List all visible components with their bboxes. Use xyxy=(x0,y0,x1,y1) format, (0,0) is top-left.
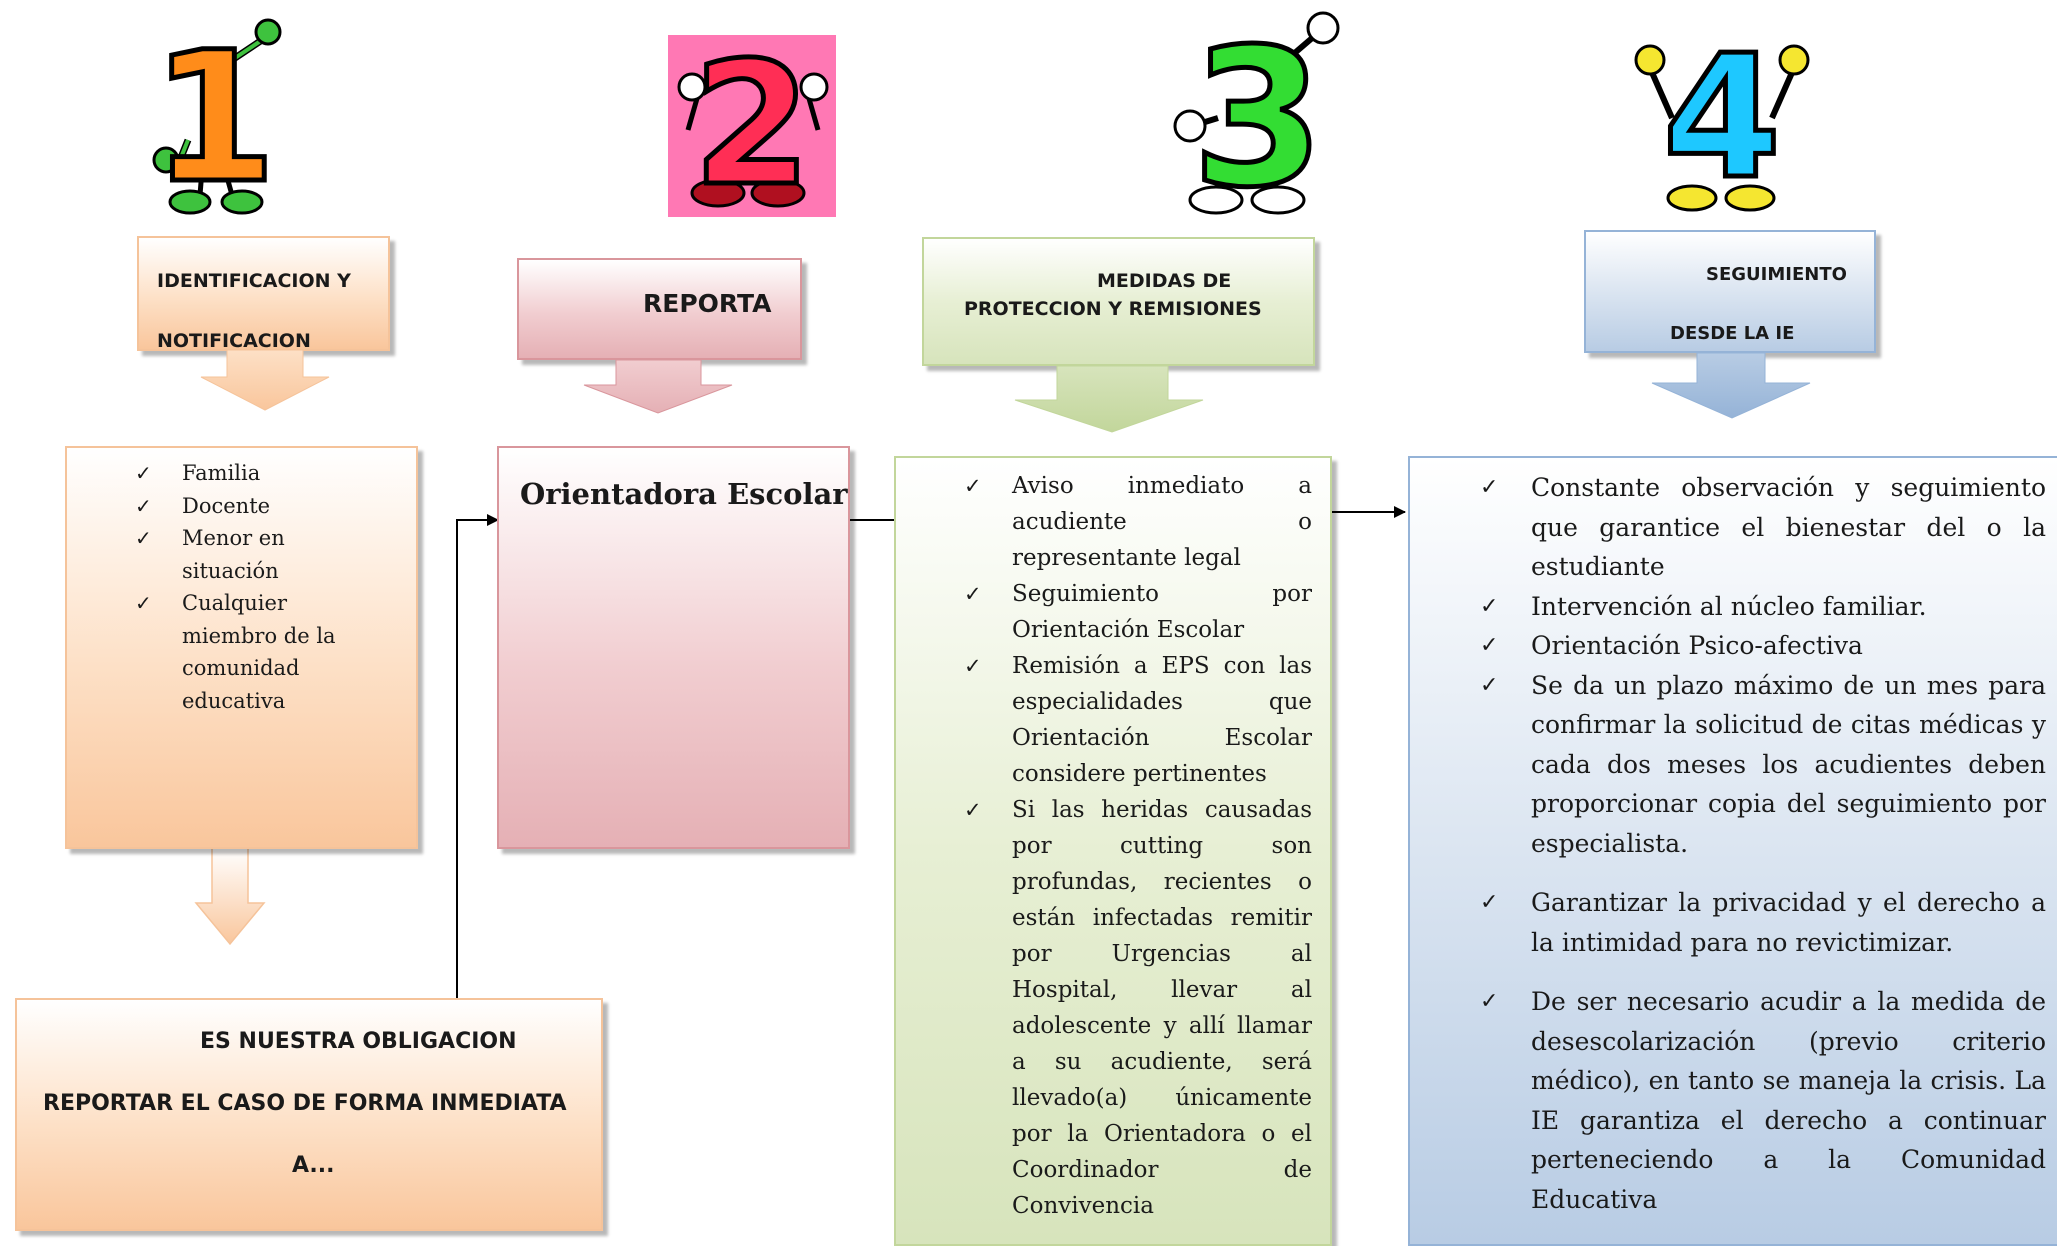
list-item: ✓Si las heridas causadas por cutting son… xyxy=(964,792,1312,1224)
check-icon: ✓ xyxy=(135,461,152,485)
list-item: ✓Garantizar la privacidad y el derecho a… xyxy=(1480,883,2046,962)
step3-header-line1: MEDIDAS DE xyxy=(1097,270,1232,292)
check-icon: ✓ xyxy=(964,798,982,822)
list-item: ✓Intervención al núcleo familiar. xyxy=(1480,587,2046,627)
box1-list: ✓Familia ✓Docente ✓Menor en situación ✓C… xyxy=(135,457,385,717)
box3-medidas: ✓Aviso inmediato a acudiente o represent… xyxy=(894,456,1332,1246)
connector-obligation-to-reporta xyxy=(407,514,499,1001)
obligation-box: ES NUESTRA OBLIGACION REPORTAR EL CASO D… xyxy=(15,998,603,1231)
obligation-line1: ES NUESTRA OBLIGACION xyxy=(200,1029,517,1054)
list-item: ✓Docente xyxy=(135,490,385,523)
check-icon: ✓ xyxy=(1480,672,1499,698)
check-icon: ✓ xyxy=(1480,633,1499,658)
check-icon: ✓ xyxy=(1480,989,1499,1014)
step3-down-arrow xyxy=(1014,365,1204,433)
number-one-glyph: 1 xyxy=(151,14,276,223)
step1-header-line1: IDENTIFICACION Y xyxy=(157,270,351,292)
check-icon: ✓ xyxy=(135,493,152,518)
step4-header: SEGUIMIENTO DESDE LA IE xyxy=(1584,230,1876,353)
obligation-line3: A... xyxy=(292,1153,335,1178)
list-item: ✓Constante observación y seguimiento que… xyxy=(1480,468,2046,587)
step1-header: IDENTIFICACION Y NOTIFICACION xyxy=(137,236,390,351)
number-four-figure: 4 xyxy=(1632,17,1812,220)
number-one-figure: 1 xyxy=(149,12,290,226)
number-three-glyph: 3 xyxy=(1192,8,1324,229)
check-icon: ✓ xyxy=(964,582,982,606)
obligation-line2: REPORTAR EL CASO DE FORMA INMEDIATA xyxy=(43,1091,567,1116)
list-item: ✓De ser necesario acudir a la medida de … xyxy=(1480,982,2046,1219)
check-icon: ✓ xyxy=(964,474,982,498)
step1-header-line2: NOTIFICACION xyxy=(157,330,311,351)
check-icon: ✓ xyxy=(135,526,152,550)
list-item: ✓Remisión a EPS con las especialidades q… xyxy=(964,648,1312,792)
number-two-figure: 2 xyxy=(668,24,836,227)
box3-list: ✓Aviso inmediato a acudiente o represent… xyxy=(964,468,1312,1224)
list-item: ✓Seguimiento por Orientación Escolar xyxy=(964,576,1312,648)
list-item: ✓Menor en situación xyxy=(135,522,385,587)
list-item: ✓Familia xyxy=(135,457,385,490)
step4-down-arrow xyxy=(1651,352,1811,419)
step3-header: MEDIDAS DE PROTECCION Y REMISIONES xyxy=(922,237,1315,366)
step4-header-line1: SEGUIMIENTO xyxy=(1706,264,1847,285)
step4-header-line2: DESDE LA IE xyxy=(1670,323,1795,344)
check-icon: ✓ xyxy=(135,591,152,615)
step2-down-arrow xyxy=(583,359,733,414)
list-item: ✓Cualquier miembro de la comunidad educa… xyxy=(135,587,385,717)
list-item: ✓Aviso inmediato a acudiente o represent… xyxy=(964,468,1312,576)
box4-seguimiento: ✓Constante observación y seguimiento que… xyxy=(1408,456,2057,1246)
number-four-glyph: 4 xyxy=(1663,19,1781,217)
number-three-figure: 3 xyxy=(1173,6,1348,232)
step2-header: REPORTA xyxy=(517,258,802,360)
check-icon: ✓ xyxy=(1480,475,1499,500)
box2-orientadora: Orientadora Escolar xyxy=(497,446,850,849)
list-item: ✓Se da un plazo máximo de un mes para co… xyxy=(1480,666,2046,864)
box4-list: ✓Constante observación y seguimiento que… xyxy=(1480,468,2046,1219)
box1-down-arrow xyxy=(194,847,266,946)
step3-header-line2: PROTECCION Y REMISIONES xyxy=(964,298,1262,320)
step2-header-line1: REPORTA xyxy=(643,289,772,318)
check-icon: ✓ xyxy=(1480,593,1499,619)
step1-down-arrow xyxy=(200,349,330,411)
check-icon: ✓ xyxy=(964,654,982,678)
check-icon: ✓ xyxy=(1480,890,1499,915)
list-item: ✓Orientación Psico-afectiva xyxy=(1480,626,2046,666)
number-two-glyph: 2 xyxy=(693,26,811,224)
box1-who-identifies: ✓Familia ✓Docente ✓Menor en situación ✓C… xyxy=(65,446,418,849)
orientadora-title: Orientadora Escolar xyxy=(520,477,848,511)
